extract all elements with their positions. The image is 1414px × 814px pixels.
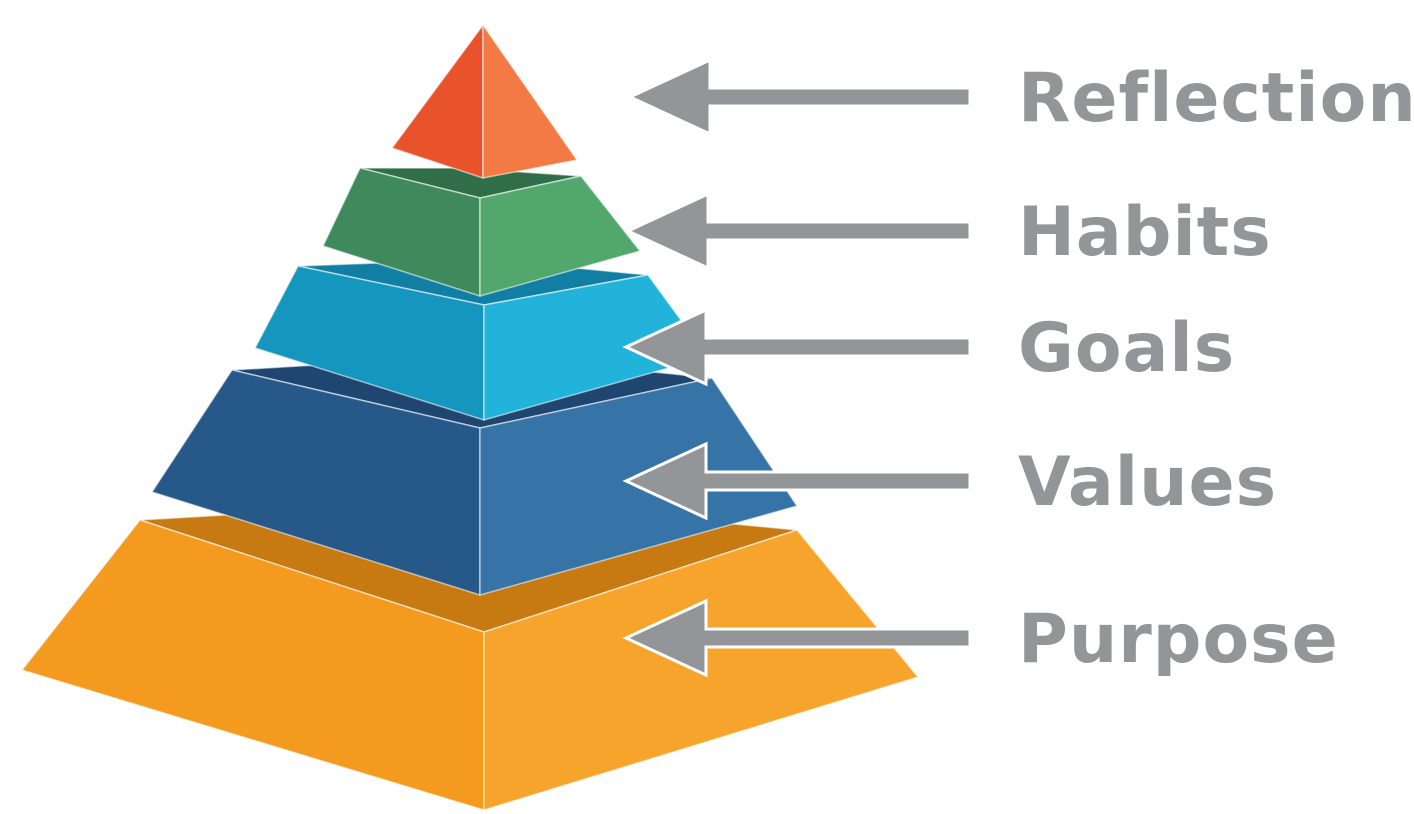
pyramid-tier-reflection [391, 24, 578, 179]
reflection-arrow-icon [626, 57, 972, 137]
arrows [622, 57, 972, 678]
habits-right-face [479, 175, 641, 297]
values-label: Values [1018, 443, 1277, 522]
purpose-label: Purpose [1018, 600, 1339, 679]
pyramid-tier-habits [322, 167, 641, 297]
reflection-right-face [482, 24, 578, 179]
values-arrow-icon [622, 441, 972, 521]
purpose-arrow-icon [622, 598, 972, 678]
reflection-left-face [391, 24, 484, 179]
habits-label: Habits [1018, 193, 1272, 272]
goals-label: Goals [1018, 309, 1235, 388]
pyramid [21, 24, 919, 811]
reflection-label: Reflection [1018, 59, 1414, 138]
goals-arrow-icon [622, 307, 972, 387]
habits-arrow-icon [624, 191, 972, 271]
